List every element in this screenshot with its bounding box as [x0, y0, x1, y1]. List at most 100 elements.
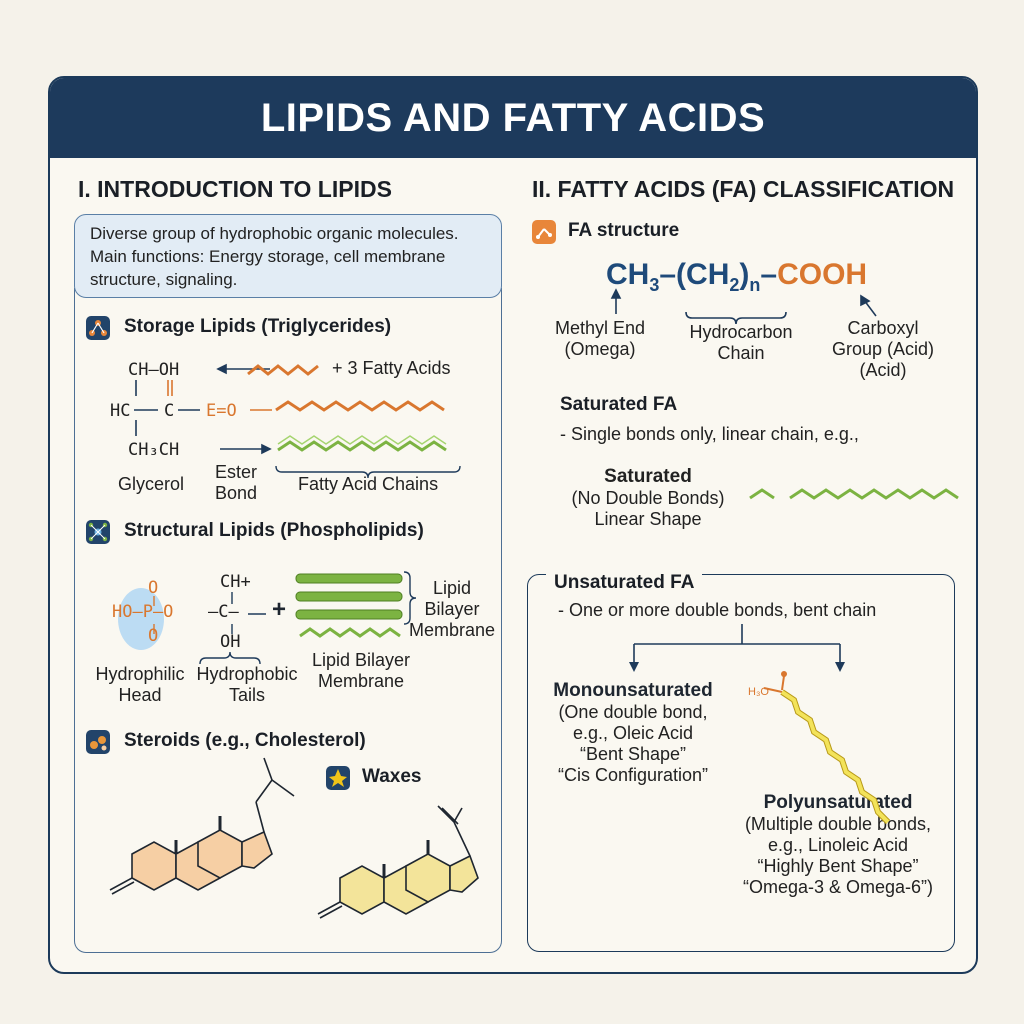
glycerol-hc: HC	[110, 401, 131, 421]
saturated-fa-desc: - Single bonds only, linear chain, e.g.,	[560, 424, 859, 444]
formula-ch3: CH	[606, 258, 650, 291]
intro-heading: I. INTRODUCTION TO LIPIDS	[78, 176, 392, 202]
mono-line-3: “Bent Shape”	[579, 744, 687, 764]
glycerol-ch-oh: CH–OH	[128, 360, 180, 380]
storage-network-icon	[86, 316, 110, 340]
hydrocarbon-line-1: Hydrocarbon	[689, 322, 793, 342]
phospholipid-molecule-icon	[86, 520, 110, 544]
bilayer-side-line-2: Bilayer	[424, 599, 480, 619]
mono-heading: Monounsaturated	[553, 680, 713, 701]
formula-ch3-sub: 3	[649, 275, 660, 295]
saturated-chain	[749, 488, 959, 500]
ester-bond-label: Ester Bond	[206, 462, 266, 504]
ch-plus-label: CH+	[220, 572, 251, 592]
cholesterol-molecule-icon	[86, 730, 110, 754]
main-card: LIPIDS AND FATTY ACIDS I. INTRODUCTION T…	[48, 76, 978, 974]
arrowhead-glycerol-top	[216, 363, 227, 375]
formula-close: )	[739, 258, 750, 291]
arrowhead-mono	[629, 662, 639, 672]
hydrophilic-line-2: Head	[118, 685, 162, 705]
mono-line-1: (One double bond,	[558, 702, 708, 722]
hydrophobic-line-2: Tails	[228, 685, 265, 705]
left-panel-frame	[74, 288, 502, 953]
fatty-acid-chains-label: Fatty Acid Chains	[298, 474, 439, 494]
phosphate-group: HO–P–O	[112, 602, 174, 622]
lipid-bilayer-label: Lipid Bilayer Membrane	[306, 650, 416, 692]
saturated-label-line-3: Linear Shape	[594, 509, 702, 529]
fa-structure-heading: FA structure	[568, 220, 680, 241]
methyl-line-1: Methyl End	[554, 318, 646, 338]
formula-n: n	[749, 275, 761, 295]
carboxyl-line-2: Group (Acid)	[831, 339, 935, 359]
mono-line-2: e.g., Oleic Acid	[572, 723, 694, 743]
fatty-acid-chain-2	[275, 400, 445, 412]
glycerol-ch3ch: CH₃CH	[128, 440, 180, 460]
cholesterol-structure	[109, 757, 295, 895]
fatty-acid-chains-brace	[275, 465, 461, 479]
arrowhead-glycerol-bottom	[261, 443, 272, 455]
poly-line-4: “Omega-3 & Omega-6”)	[742, 877, 934, 897]
phosphate-bottom-o: O	[148, 626, 159, 646]
bilayer-side-brace	[403, 571, 417, 625]
hydrophilic-head-label: Hydrophilic Head	[90, 664, 190, 706]
formula-ch2: –(CH	[659, 258, 730, 291]
lipid-bilayer-sheets	[295, 573, 403, 620]
steroids-heading: Steroids (e.g., Cholesterol)	[124, 730, 366, 751]
lipid-bilayer-side-label: Lipid Bilayer Membrane	[406, 578, 498, 641]
intro-line-2: Main functions: Energy storage, cell mem…	[90, 247, 446, 266]
hydrophobic-tails-label: Hydrophobic Tails	[190, 664, 304, 706]
methyl-line-2: (Omega)	[564, 339, 636, 359]
central-carbon: –C–	[208, 602, 239, 622]
polyunsaturated-block: Polyunsaturated (Multiple double bonds, …	[722, 792, 954, 898]
poly-line-2: e.g., Linoleic Acid	[767, 835, 909, 855]
unsaturated-panel	[527, 574, 955, 952]
fatty-acid-chain-1	[247, 364, 319, 376]
mono-line-4: “Cis Configuration”	[557, 765, 709, 785]
hydrophilic-line-1: Hydrophilic	[95, 664, 185, 684]
phosphate-top-o: O	[148, 578, 159, 598]
intro-box	[74, 214, 502, 298]
hydrophobic-line-1: Hydrophobic	[196, 664, 298, 684]
arrowhead-poly	[835, 662, 845, 672]
structural-lipids-heading: Structural Lipids (Phospholipids)	[124, 520, 424, 541]
fatty-acid-chain-3	[277, 440, 447, 452]
plus-sign: +	[272, 596, 287, 623]
intro-text: Diverse group of hydrophobic organic mol…	[90, 222, 490, 291]
formula-cooh: COOH	[777, 258, 868, 291]
carboxyl-line-3: (Acid)	[859, 360, 907, 380]
storage-lipids-heading: Storage Lipids (Triglycerides)	[124, 316, 392, 337]
bilayer-zigzag	[299, 627, 401, 638]
glycerol-c: C	[164, 401, 175, 421]
unsaturated-bent-chain	[763, 671, 891, 825]
saturated-label-line-2: (No Double Bonds)	[571, 488, 725, 508]
monounsaturated-block: Monounsaturated (One double bond, e.g., …	[538, 680, 728, 786]
saturated-shape-label: Saturated (No Double Bonds) Linear Shape	[558, 466, 738, 530]
ester-label-line-1: Ester	[214, 462, 257, 482]
fatty-acid-formula: CH3–(CH2)n–COOH	[606, 258, 867, 296]
formula-dash: –	[760, 258, 778, 291]
bilayer-below-line-2: Membrane	[317, 671, 405, 691]
bilayer-side-line-1: Lipid	[432, 578, 472, 598]
hydrophobic-brace	[199, 651, 261, 665]
unsaturated-fa-heading: Unsaturated FA	[546, 572, 703, 594]
fatty-acids-note: + 3 Fatty Acids	[332, 358, 451, 378]
wax-structure	[317, 805, 479, 919]
glycerol-label: Glycerol	[118, 474, 185, 494]
diagram-drawings	[109, 288, 959, 919]
fa-structure-icon	[532, 220, 556, 244]
formula-ch2-sub: 2	[729, 275, 740, 295]
wax-star-icon	[326, 766, 350, 790]
hydrocarbon-chain-label: Hydrocarbon Chain	[676, 322, 806, 364]
hydrophilic-head-blob	[118, 588, 164, 650]
intro-line-3: structure, signaling.	[90, 270, 238, 289]
poly-line-3: “Highly Bent Shape”	[757, 856, 919, 876]
ester-group: E=O	[206, 401, 237, 421]
waxes-heading: Waxes	[362, 766, 422, 787]
acid-head-label: H₃O	[748, 686, 769, 698]
saturated-label-bold: Saturated	[604, 466, 692, 487]
oh-label: OH	[220, 632, 241, 652]
carboxyl-line-1: Carboxyl	[847, 318, 919, 338]
page-title: LIPIDS AND FATTY ACIDS	[50, 78, 976, 158]
bilayer-side-line-3: Membrane	[408, 620, 496, 640]
intro-line-1: Diverse group of hydrophobic organic mol…	[90, 224, 459, 243]
